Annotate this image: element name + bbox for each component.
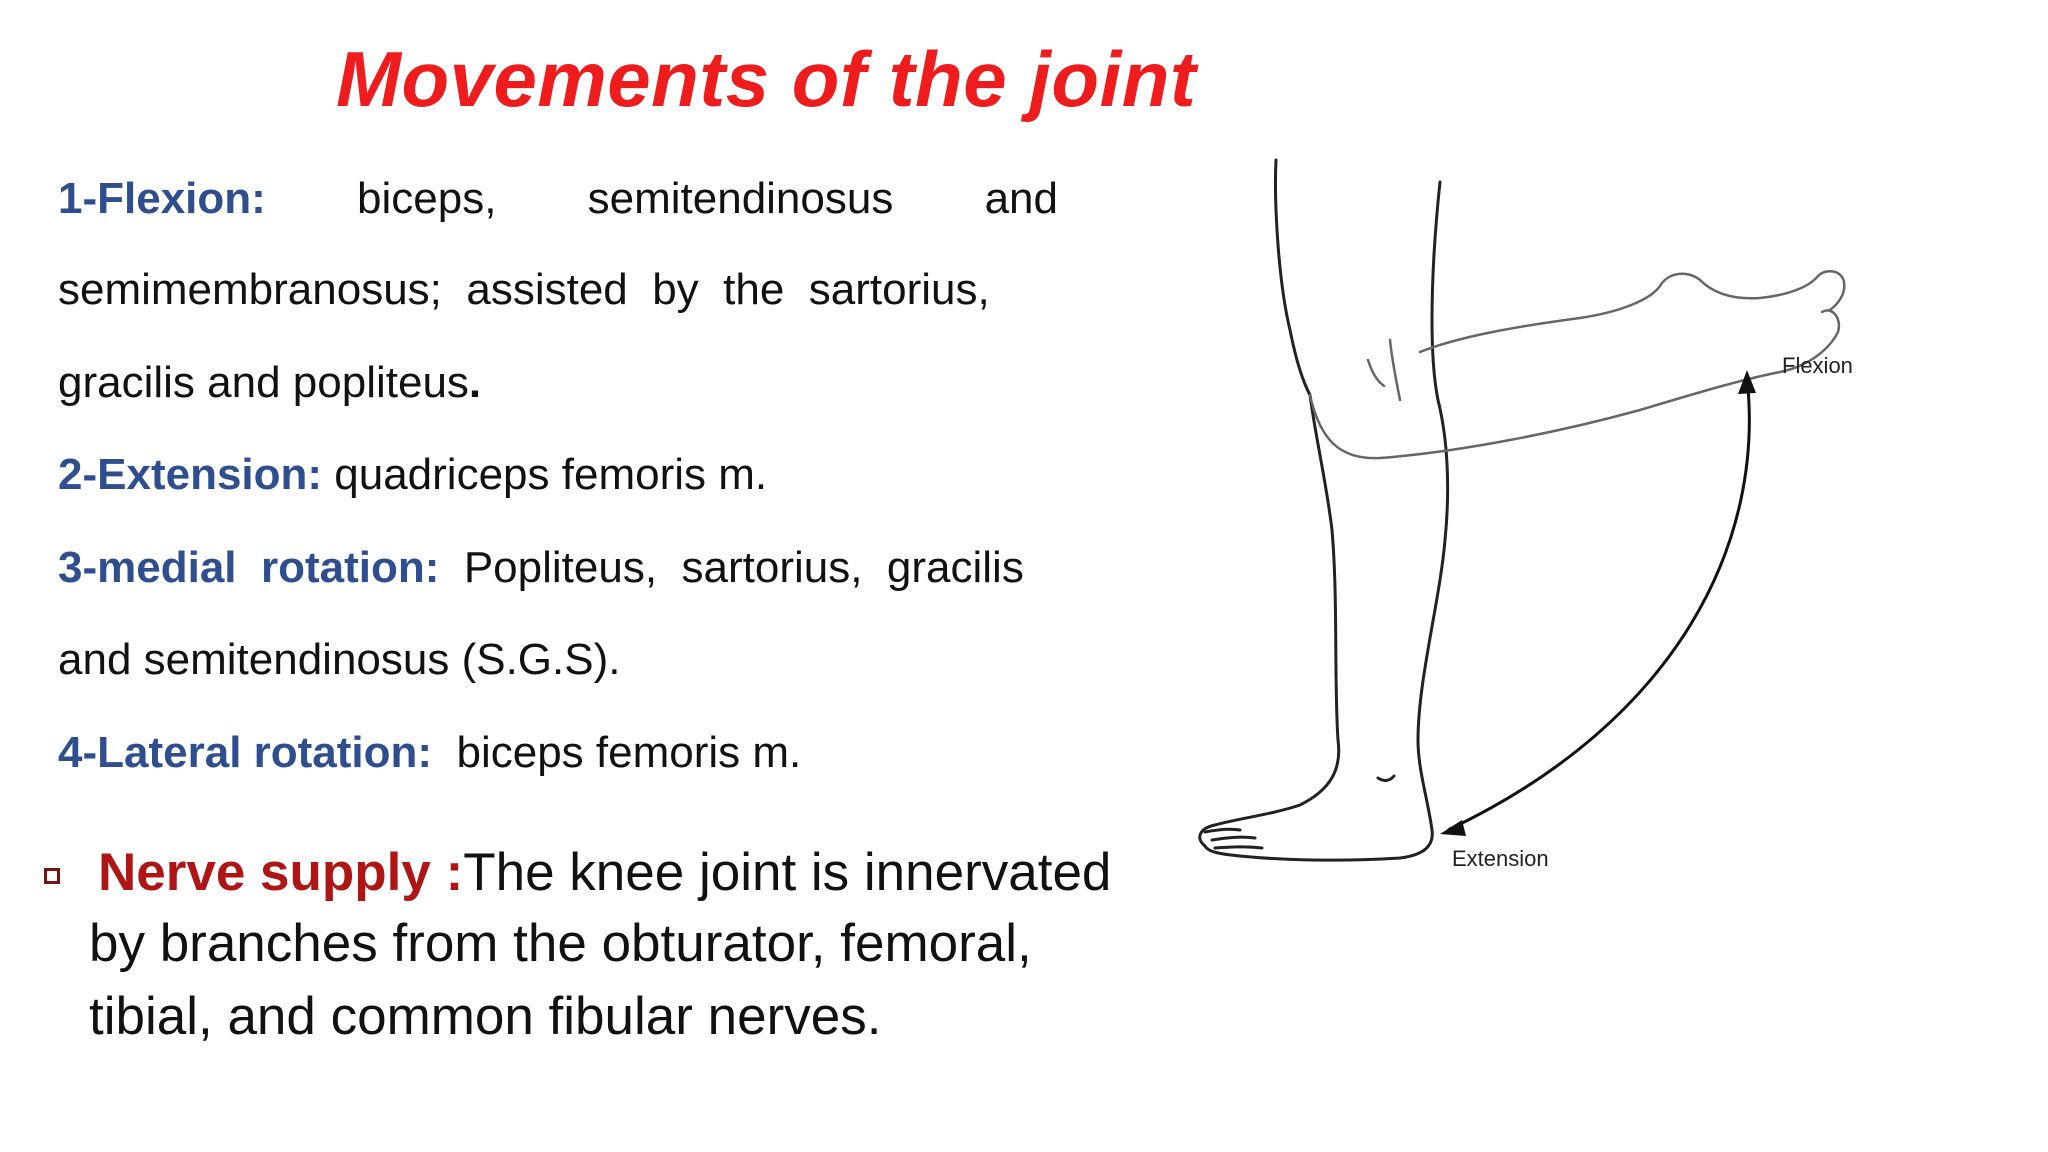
ankle-mark [1376,774,1396,782]
thigh-front-contour [1430,180,1442,402]
flexion-line-3: gracilis and popliteus. [58,361,1058,405]
flexion-line-3-text: gracilis and popliteus [58,358,469,407]
flexion-line-3-period: . [468,358,482,407]
flexion-word: biceps, [357,174,497,223]
shin-contour [1203,398,1450,862]
flexion-word: and [984,174,1058,223]
extension-line: 2-Extension: quadriceps femoris m. [58,453,1058,497]
square-bullet-icon [44,868,60,884]
toes-contour [1203,827,1264,850]
lateral-rotation-line: 4-Lateral rotation: biceps femoris m. [58,731,1058,775]
flexion-line-1: 1-Flexion: biceps, semitendinosus and [58,177,1058,221]
flexion-word: semitendinosus [587,174,894,223]
extension-text: quadriceps femoris m. [322,450,768,499]
extension-arrowhead-icon [1440,820,1466,836]
nerve-supply-line-1: Nerve supply :The knee joint is innervat… [98,836,1111,909]
extension-label: 2-Extension: [58,450,323,499]
flexed-leg-upper-contour [1418,269,1846,354]
lateral-rotation-text: biceps femoris m. [432,728,802,777]
medial-rotation-text: Popliteus, sartorius, gracilis [439,543,1024,592]
flexed-leg-lower-contour [1308,309,1841,460]
extension-label-text: Extension [1452,846,1549,871]
nerve-supply-line-2: by branches from the obturator, femoral, [89,914,1032,973]
flexed-leg-knee-detail [1366,338,1402,402]
flexion-arrowhead-icon [1738,370,1756,394]
flexion-label: 1-Flexion: [58,174,266,223]
medial-rotation-line-2: and semitendinosus (S.G.S). [58,635,621,684]
nerve-supply-label: Nerve supply : [98,843,464,902]
medial-rotation-line-1: 3-medial rotation: Popliteus, sartorius,… [58,546,1058,590]
thigh-back-contour [1274,158,1312,397]
flexion-label-text: Flexion [1782,353,1853,378]
calf-contour [1198,393,1341,848]
lateral-rotation-label: 4-Lateral rotation: [58,728,433,777]
motion-arc-arrow [1447,377,1751,832]
knee-movement-illustration: Flexion Extension [1198,158,1853,871]
nerve-supply-line-3: tibial, and common fibular nerves. [89,987,882,1046]
slide-title: Movements of the joint [336,35,1197,123]
medial-rotation-label: 3-medial rotation: [58,543,440,592]
nerve-supply-text: The knee joint is innervated [463,843,1112,902]
flexion-line-2: semimembranosus; assisted by the sartori… [58,265,990,314]
